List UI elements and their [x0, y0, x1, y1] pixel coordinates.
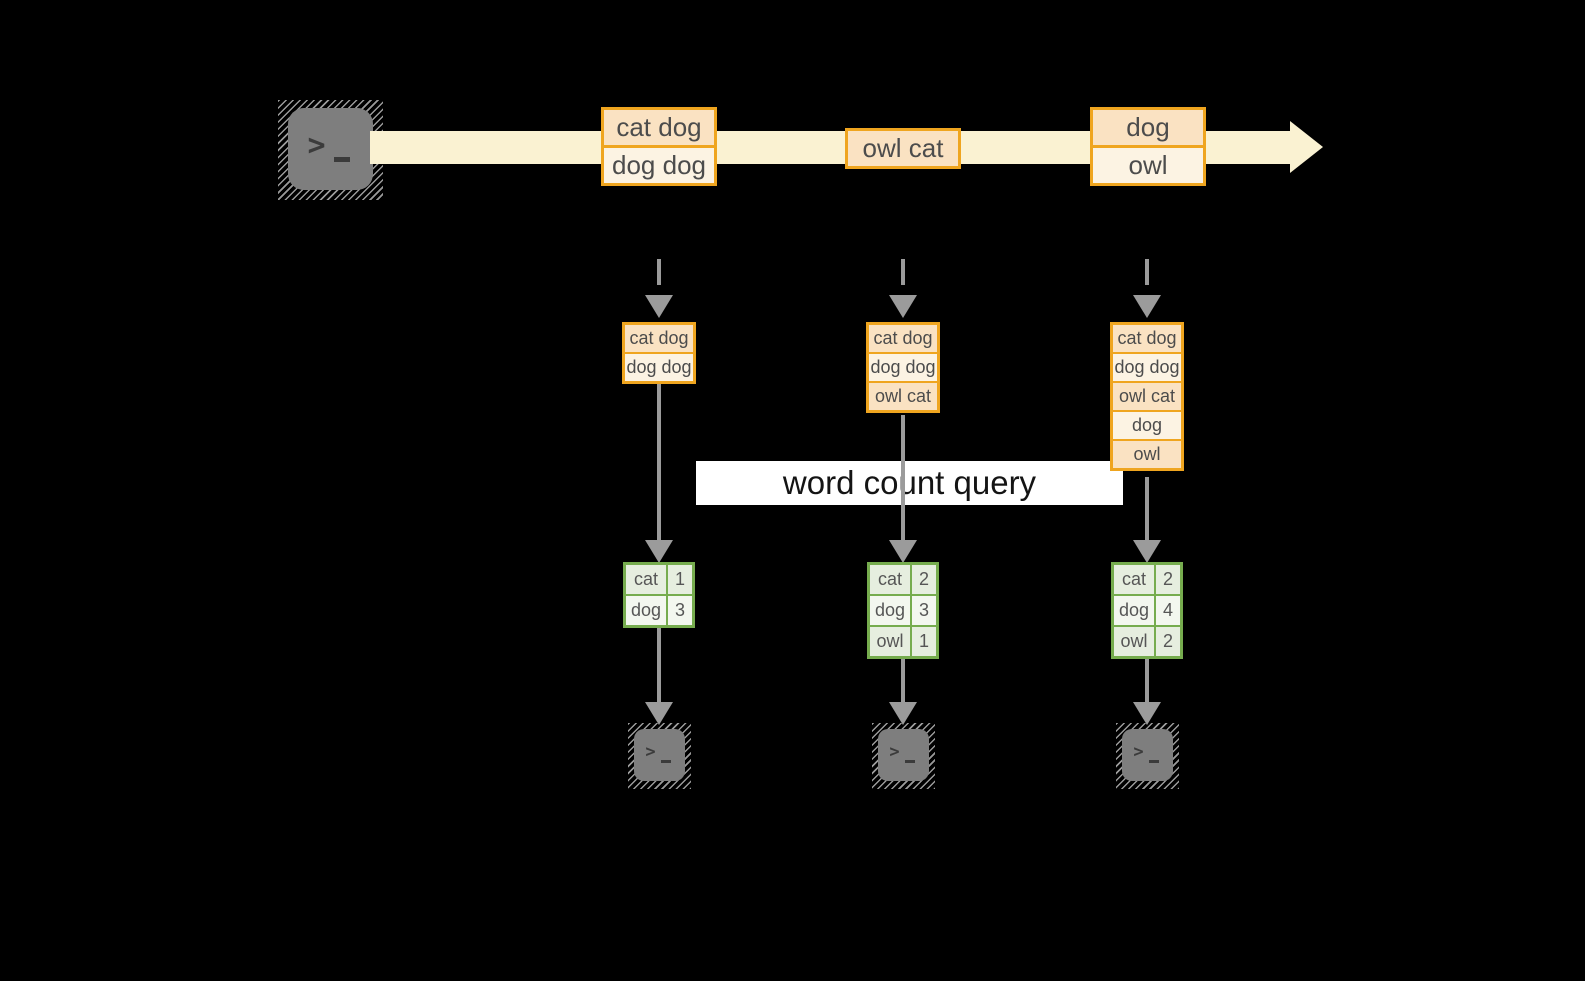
count-word: cat — [633, 569, 658, 589]
count-value: 2 — [910, 565, 936, 594]
flow-arrow-line — [901, 659, 905, 703]
down-arrowhead-icon — [889, 540, 917, 563]
down-arrowhead-icon — [1133, 702, 1161, 725]
stream-event-box: owl cat — [845, 128, 961, 169]
count-word: cat — [1121, 569, 1146, 589]
state-row: owl — [1113, 439, 1181, 468]
sink-terminal-icon: > — [628, 723, 691, 789]
down-arrowhead-icon — [645, 540, 673, 563]
down-arrowhead-icon — [889, 702, 917, 725]
flow-arrow-line — [657, 384, 661, 541]
dashed-arrow-segment — [901, 259, 905, 285]
count-value: 1 — [910, 627, 936, 656]
count-word: owl — [1120, 631, 1148, 651]
state-row: dog dog — [1113, 352, 1181, 381]
count-row: cat 2 — [870, 565, 936, 594]
state-row: owl cat — [1113, 381, 1181, 410]
state-row: dog — [1113, 410, 1181, 439]
count-word: dog — [630, 600, 662, 620]
down-arrowhead-icon — [889, 295, 917, 318]
query-label-band: word count query — [696, 461, 1123, 505]
count-row: dog 3 — [626, 594, 692, 625]
state-row: owl cat — [869, 381, 937, 410]
count-word: dog — [1118, 600, 1150, 620]
terminal-cursor-icon — [333, 156, 350, 162]
count-row: owl 2 — [1114, 625, 1180, 656]
state-row: dog dog — [625, 352, 693, 381]
state-row: cat dog — [1113, 325, 1181, 352]
down-arrowhead-icon — [1133, 295, 1161, 318]
terminal-icon: > — [878, 729, 929, 781]
state-row: dog dog — [869, 352, 937, 381]
terminal-prompt-glyph: > — [645, 742, 656, 762]
count-row: owl 1 — [870, 625, 936, 656]
count-word: owl — [876, 631, 904, 651]
terminal-icon: > — [1122, 729, 1173, 781]
down-arrowhead-icon — [1133, 540, 1161, 563]
sink-terminal-icon: > — [1116, 723, 1179, 789]
count-table: cat 2 dog 4 owl 2 — [1111, 562, 1183, 659]
terminal-cursor-icon — [660, 759, 671, 763]
terminal-prompt-glyph: > — [889, 742, 900, 762]
stream-event-text: dog — [1093, 110, 1203, 145]
sink-terminal-icon: > — [872, 723, 935, 789]
terminal-cursor-icon — [1148, 759, 1159, 763]
stream-event-box: dog owl — [1090, 107, 1206, 186]
stream-event-text: owl cat — [848, 131, 958, 166]
terminal-prompt-glyph: > — [1133, 742, 1144, 762]
count-row: cat 1 — [626, 565, 692, 594]
count-value: 4 — [1154, 596, 1180, 625]
count-word: dog — [874, 600, 906, 620]
count-table: cat 2 dog 3 owl 1 — [867, 562, 939, 659]
state-row: cat dog — [625, 325, 693, 352]
state-row: cat dog — [869, 325, 937, 352]
flow-arrow-line — [1145, 477, 1149, 541]
count-value: 3 — [666, 596, 692, 625]
flow-arrow-line — [901, 415, 905, 541]
dashed-arrow-segment — [1145, 259, 1149, 285]
count-row: dog 3 — [870, 594, 936, 625]
terminal-icon: > — [288, 108, 373, 190]
flow-arrow-line — [1145, 659, 1149, 703]
flow-arrow-line — [657, 628, 661, 703]
count-word: cat — [877, 569, 902, 589]
stream-event-text: cat dog — [604, 110, 714, 145]
terminal-cursor-icon — [904, 759, 915, 763]
source-terminal-icon: > — [278, 100, 383, 200]
count-row: cat 2 — [1114, 565, 1180, 594]
count-value: 2 — [1154, 565, 1180, 594]
count-value: 3 — [910, 596, 936, 625]
state-stack: cat dog dog dog owl cat — [866, 322, 940, 413]
query-label: word count query — [782, 464, 1037, 501]
stream-event-text: dog dog — [604, 145, 714, 183]
count-row: dog 4 — [1114, 594, 1180, 625]
stream-event-box: cat dog dog dog — [601, 107, 717, 186]
down-arrowhead-icon — [645, 295, 673, 318]
state-stack: cat dog dog dog — [622, 322, 696, 384]
stream-arrowhead-icon — [1290, 121, 1323, 173]
stream-event-text: owl — [1093, 145, 1203, 183]
count-table: cat 1 dog 3 — [623, 562, 695, 628]
down-arrowhead-icon — [645, 702, 673, 725]
terminal-icon: > — [634, 729, 685, 781]
dashed-arrow-segment — [657, 259, 661, 285]
state-stack: cat dog dog dog owl cat dog owl — [1110, 322, 1184, 471]
count-value: 1 — [666, 565, 692, 594]
terminal-prompt-glyph: > — [307, 127, 326, 163]
count-value: 2 — [1154, 627, 1180, 656]
